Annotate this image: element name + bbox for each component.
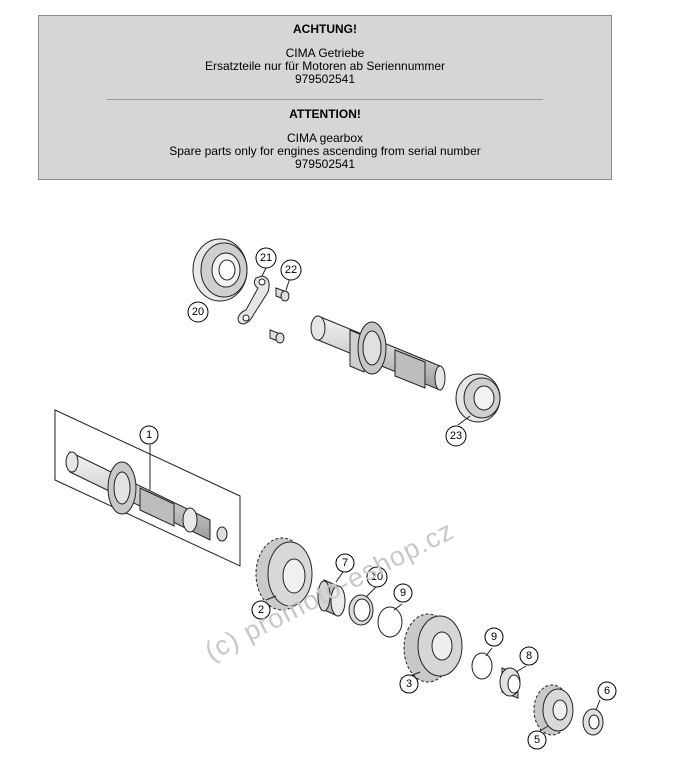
- bearing-part-23: [455, 373, 501, 423]
- notice-line2-en: Spare parts only for engines ascending f…: [169, 144, 481, 158]
- svg-text:22: 22: [285, 264, 297, 276]
- notice-line1-en: CIMA gearbox: [286, 131, 364, 145]
- callout-1: 1: [139, 425, 159, 445]
- lever-part-21: [237, 275, 270, 325]
- callout-22: 22: [280, 259, 302, 281]
- main-shaft-assembly-part-1: [54, 409, 241, 567]
- bushing-part-8: [499, 667, 521, 699]
- notice-serial-de: 979502541: [294, 72, 356, 86]
- callout-8: 8: [519, 646, 539, 666]
- needle-bearing-part-7: [317, 579, 346, 617]
- svg-text:5: 5: [534, 734, 540, 746]
- notice-heading-de: ACHTUNG!: [293, 22, 357, 36]
- screw-part-22: [269, 287, 290, 344]
- svg-text:8: 8: [526, 650, 532, 662]
- svg-text:10: 10: [371, 571, 383, 583]
- washer-part-10: [348, 594, 374, 626]
- upper-shaft: [310, 315, 446, 391]
- gear-part-3: [403, 613, 463, 683]
- svg-text:21: 21: [260, 252, 272, 264]
- washer-part-6: [582, 708, 604, 736]
- callout-23: 23: [445, 425, 467, 447]
- gear-part-5: [533, 684, 574, 736]
- svg-text:9: 9: [491, 631, 497, 643]
- notice-line2-de: Ersatzteile nur für Motoren ab Seriennum…: [204, 59, 446, 73]
- svg-text:3: 3: [406, 678, 412, 690]
- notice-box: ACHTUNG! CIMA Getriebe Ersatzteile nur f…: [38, 15, 612, 180]
- callout-leaders: [261, 267, 601, 732]
- callout-21: 21: [255, 247, 277, 269]
- svg-text:6: 6: [604, 685, 610, 697]
- callout-7: 7: [335, 553, 355, 573]
- callout-2: 2: [251, 600, 271, 620]
- notice-line1-de: CIMA Getriebe: [285, 46, 365, 60]
- bearing-part-20: [192, 238, 248, 302]
- notice-german: ACHTUNG! CIMA Getriebe Ersatzteile nur f…: [39, 23, 611, 86]
- callout-3: 3: [399, 674, 419, 694]
- circlip-part-9-lower: [471, 652, 493, 680]
- gear-part-2: [255, 537, 313, 611]
- svg-text:7: 7: [342, 557, 348, 569]
- callout-20: 20: [187, 301, 209, 323]
- svg-text:23: 23: [450, 430, 462, 442]
- notice-serial-en: 979502541: [294, 157, 356, 171]
- callout-9-lower: 9: [484, 627, 504, 647]
- callout-6: 6: [597, 681, 617, 701]
- notice-english: ATTENTION! CIMA gearbox Spare parts only…: [39, 108, 611, 171]
- notice-heading-en: ATTENTION!: [289, 107, 361, 121]
- svg-text:20: 20: [192, 306, 204, 318]
- svg-text:1: 1: [146, 429, 152, 441]
- svg-text:2: 2: [258, 604, 264, 616]
- circlip-part-9-upper: [377, 606, 403, 638]
- notice-divider: [107, 99, 543, 100]
- callout-10: 10: [366, 566, 388, 588]
- svg-text:9: 9: [400, 587, 406, 599]
- callout-5: 5: [527, 730, 547, 750]
- callout-9-upper: 9: [393, 583, 413, 603]
